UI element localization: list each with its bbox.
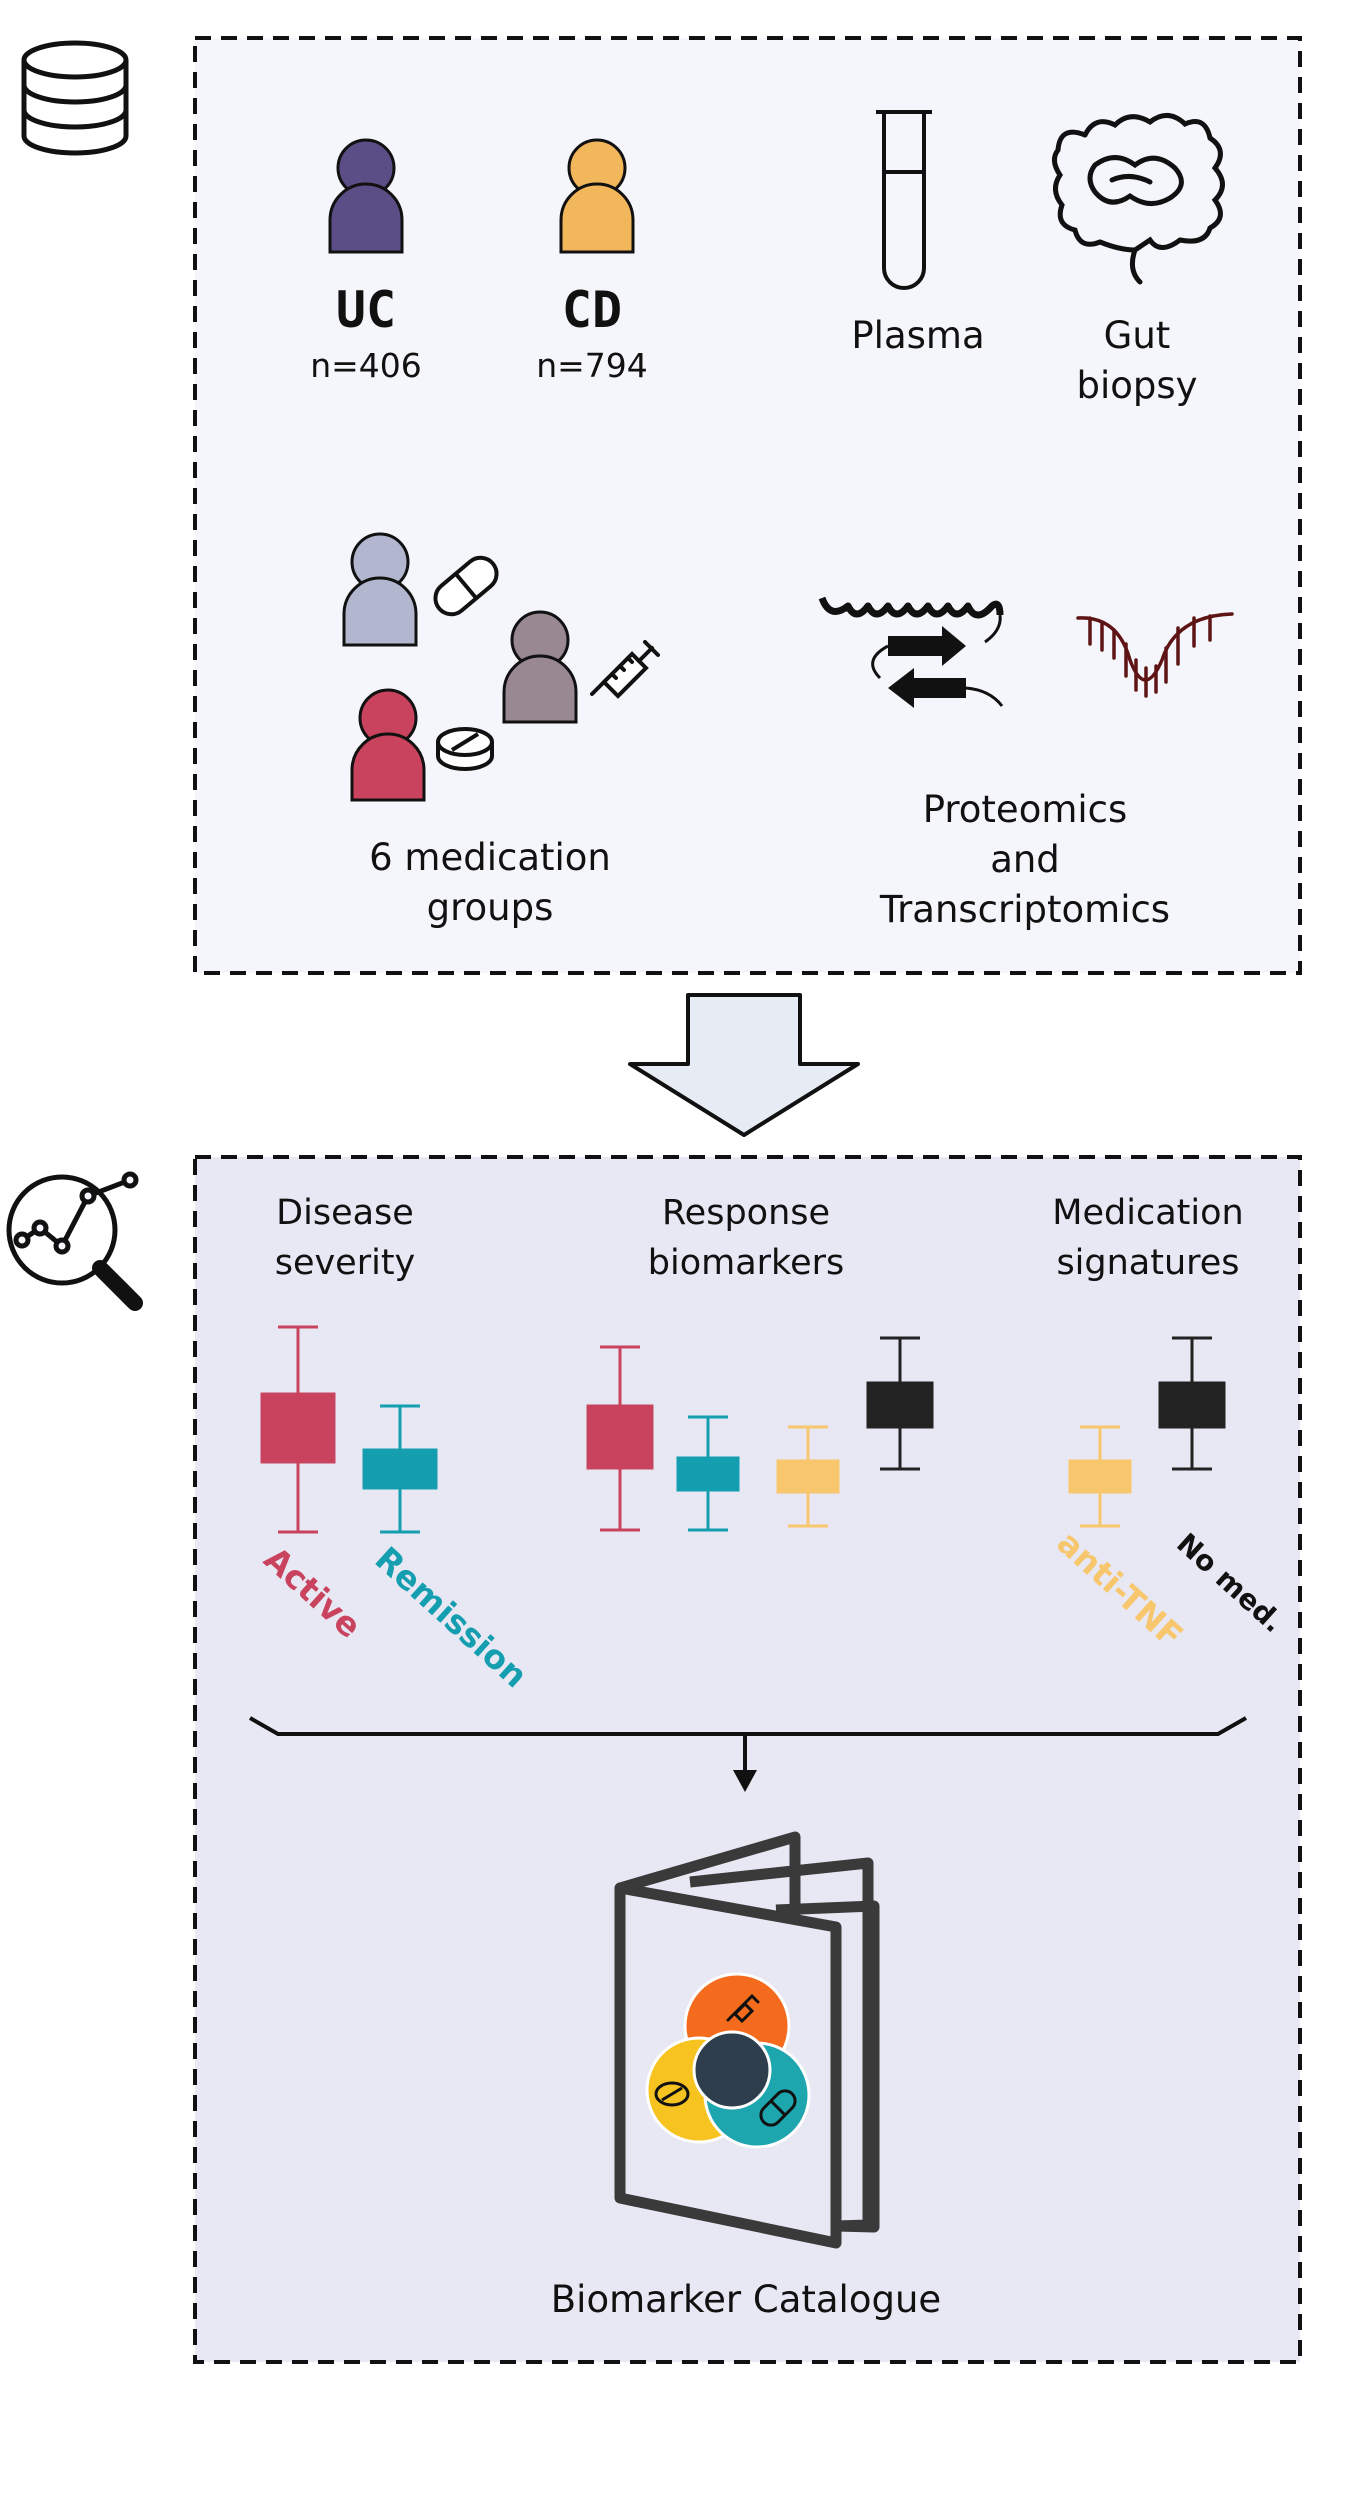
biomarker-catalogue-label: Biomarker Catalogue bbox=[551, 2278, 941, 2321]
analytics-magnifier-icon bbox=[6, 1171, 143, 1311]
cd-label: CD bbox=[562, 281, 622, 339]
rna-strand-icon bbox=[1076, 612, 1234, 698]
boxplot-remission-severity bbox=[362, 1404, 438, 1534]
response-biomarkers-line2: biomarkers bbox=[648, 1243, 844, 1283]
omics-line1: Proteomics bbox=[923, 788, 1128, 831]
boxplot-nomed-response bbox=[866, 1336, 934, 1471]
protein-structure-icon bbox=[818, 596, 1004, 708]
plasma-label: Plasma bbox=[851, 314, 984, 357]
down-arrow-icon bbox=[628, 993, 860, 1137]
uc-label: UC bbox=[336, 281, 396, 339]
tablet-icon bbox=[436, 727, 494, 771]
boxplot-antitnf-response bbox=[776, 1425, 840, 1528]
disease-severity-line1: Disease bbox=[276, 1193, 414, 1233]
medication-line1: 6 medication bbox=[369, 836, 611, 879]
boxplot-active-response bbox=[586, 1345, 654, 1532]
person-icon-crimson bbox=[350, 688, 426, 802]
cd-person-icon bbox=[559, 138, 635, 254]
boxplot-antitnf-signature bbox=[1068, 1425, 1132, 1528]
database-icon bbox=[21, 40, 129, 156]
cd-count: n=794 bbox=[536, 346, 648, 385]
boxplot-nomed-signature bbox=[1158, 1336, 1226, 1471]
uc-count: n=406 bbox=[310, 346, 422, 385]
venn-capsule-icon bbox=[759, 2089, 797, 2127]
disease-severity-line2: severity bbox=[275, 1243, 416, 1283]
biopsy-label: biopsy bbox=[1076, 364, 1197, 407]
person-icon-mauve bbox=[502, 610, 578, 724]
intestine-icon bbox=[1052, 113, 1225, 285]
omics-line3: Transcriptomics bbox=[879, 888, 1170, 931]
test-tube-icon bbox=[876, 110, 932, 290]
gut-label: Gut bbox=[1104, 314, 1171, 357]
venn-diagram bbox=[645, 1972, 811, 2149]
omics-line2: and bbox=[990, 838, 1060, 881]
boxplot-active-severity bbox=[260, 1325, 336, 1534]
medication-line2: groups bbox=[427, 886, 554, 929]
venn-tablet-icon bbox=[654, 2081, 690, 2107]
venn-syringe-icon bbox=[726, 1994, 760, 2024]
medication-signatures-line1: Medication bbox=[1052, 1193, 1243, 1233]
uc-person-icon bbox=[328, 138, 404, 254]
medication-signatures-line2: signatures bbox=[1056, 1243, 1239, 1283]
boxplot-remission-response bbox=[676, 1415, 740, 1532]
pill-capsule-icon bbox=[433, 555, 499, 617]
merge-bracket bbox=[249, 1716, 1247, 1736]
person-icon-lavender bbox=[342, 532, 418, 647]
syringe-icon bbox=[590, 640, 660, 699]
response-biomarkers-line1: Response bbox=[662, 1193, 830, 1233]
merge-arrow-head bbox=[733, 1770, 757, 1792]
